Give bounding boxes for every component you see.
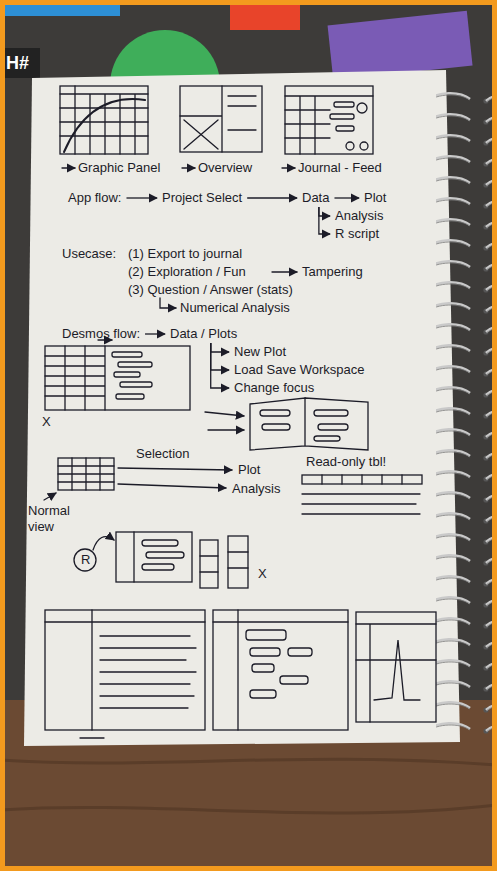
step-text: Plot [364,190,386,206]
flow-arrow [247,197,297,198]
sketch-caption: Graphic Panel [78,160,160,176]
sketch-caption: Journal - Feed [298,160,382,176]
flow-step: New Plot [232,344,288,360]
flow-step: Plot [362,190,388,206]
step-text: Load Save Workspace [234,362,365,378]
usecase-item: (1) Export to journal [128,246,242,262]
flow-step: Analysis [333,208,385,224]
step-text: Change focus [234,380,314,396]
flow-step: Project Select [160,190,244,206]
step-text: R script [335,226,379,242]
step-text: New Plot [234,344,286,360]
sketch-note: Read-only tbl! [306,454,386,470]
step-text: Project Select [162,190,242,206]
usecase-item: Tampering [302,264,363,280]
step-text: App flow: [68,190,121,206]
flow-arrow [126,197,157,198]
flow-step: Data [300,190,331,206]
flow-step: Load Save Workspace [232,362,367,378]
arrow-note: Selection [136,446,189,462]
flow-step: App flow: [66,190,123,206]
step-text: Desmos flow: [62,326,140,342]
flow-arrow [211,343,229,352]
flow-arrow [319,207,330,234]
target-note: Plot [238,462,260,478]
flow-step: Desmos flow: [60,326,142,342]
target-note: Analysis [232,481,280,497]
usecase-item: Numerical Analysis [180,300,290,316]
circle-letter: R [81,552,90,568]
step-text: Data [302,190,329,206]
flow-arrow [319,207,330,216]
flow-step: R script [333,226,381,242]
cross-mark: X [42,414,51,430]
flow-step: Change focus [232,380,316,396]
cross-mark: X [258,566,267,582]
step-text: Data / Plots [170,326,237,342]
section-heading: Usecase: [62,246,116,262]
flow-arrow [334,197,359,198]
usecase-item: (3) Question / Answer (stats) [128,282,293,298]
sketch-note: Normal view [28,503,80,535]
flow-step: Data / Plots [168,326,239,342]
flow-arrow [211,343,229,370]
flow-arrow [211,343,229,388]
flow-arrow [145,333,165,334]
step-text: Analysis [335,208,383,224]
sketch-caption: Overview [198,160,252,176]
usecase-item: (2) Exploration / Fun [128,264,246,280]
sticker-text: H# [6,55,29,71]
